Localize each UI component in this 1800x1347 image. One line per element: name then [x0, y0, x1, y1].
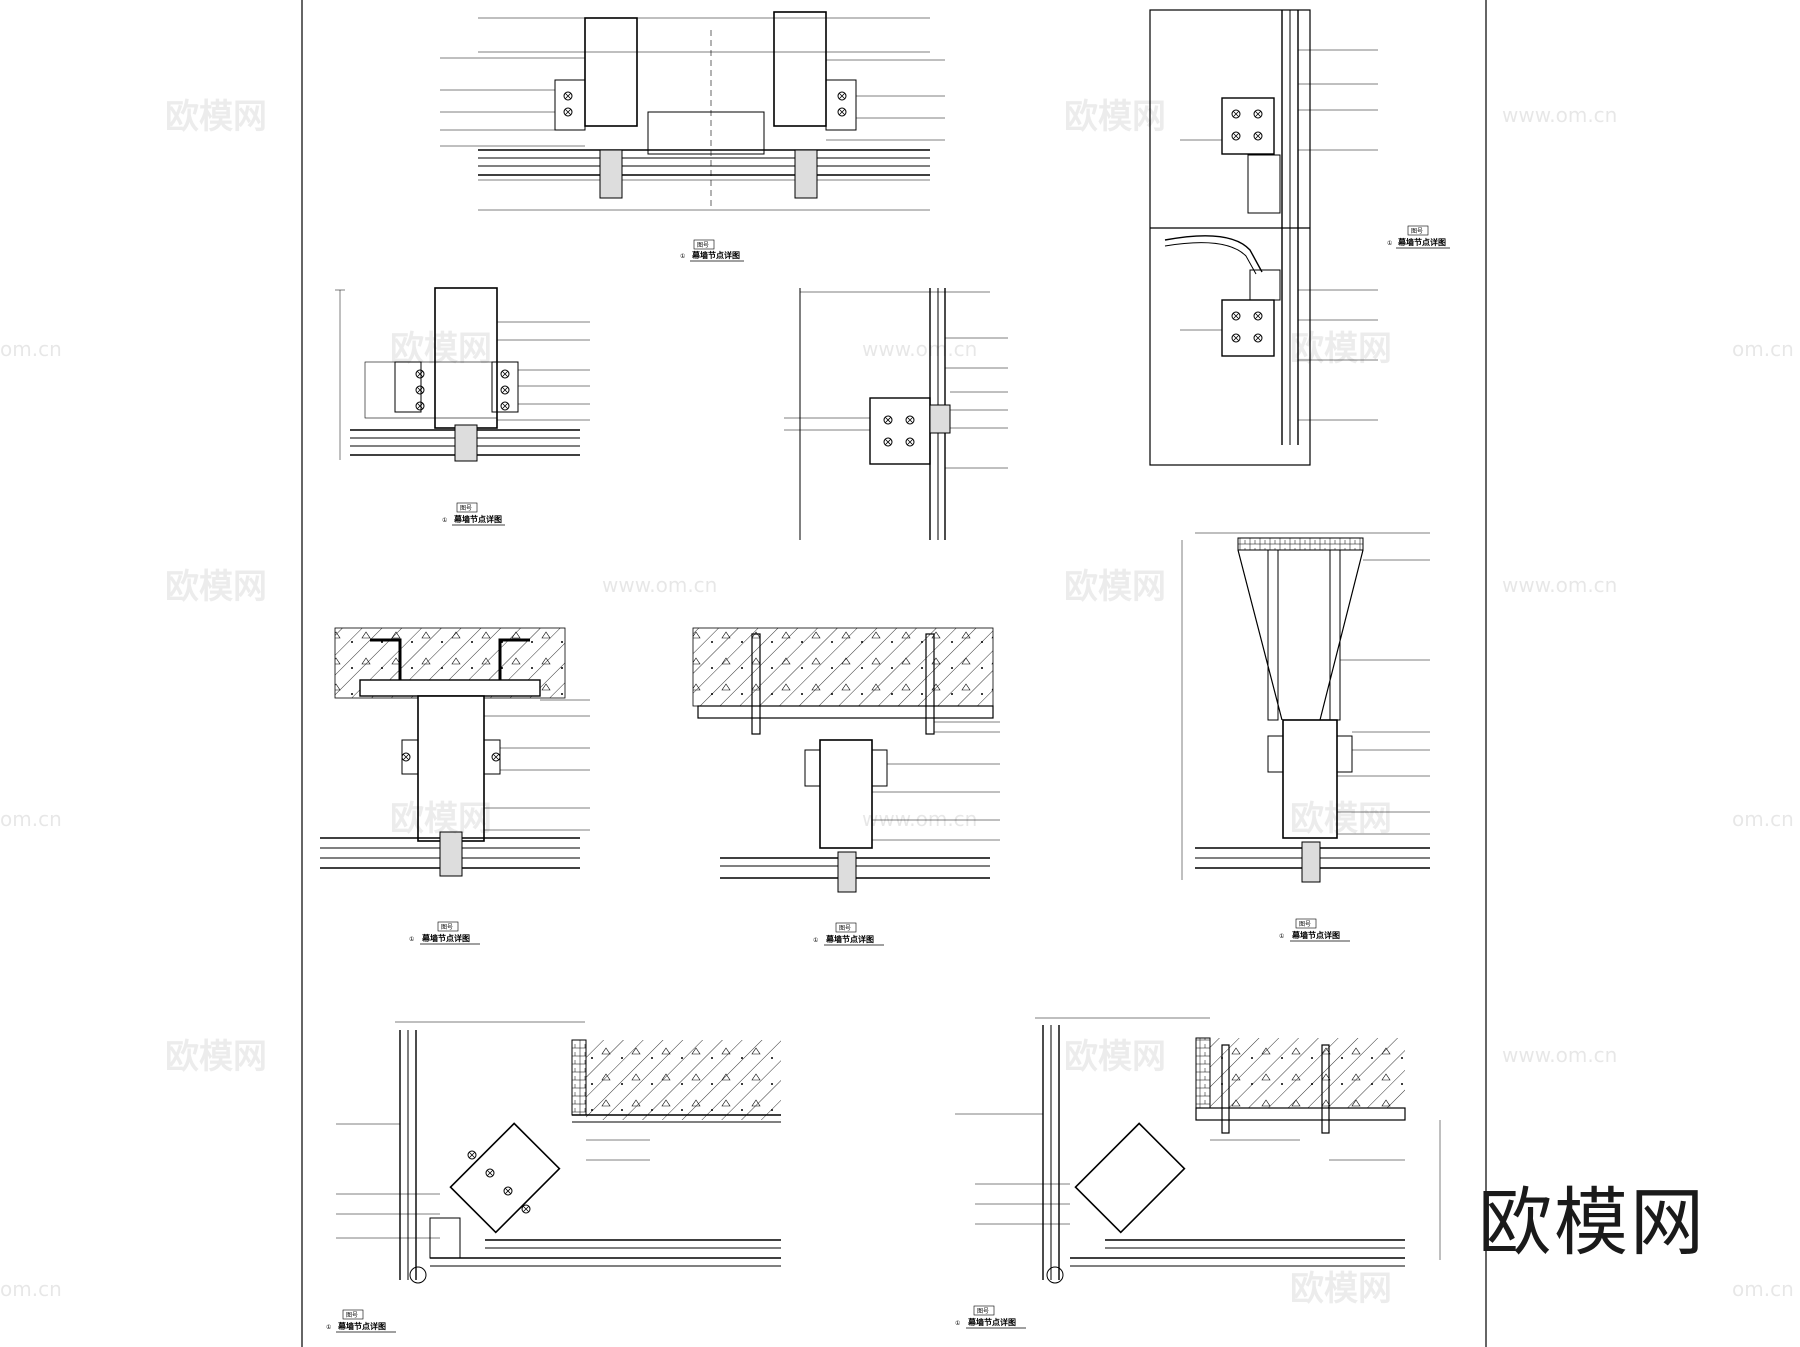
watermark-brand: 欧模网	[165, 567, 267, 607]
detail-3-vertical-section	[799, 288, 990, 540]
watermark-layer: 欧模网 欧模网 欧模网 欧模网 欧模网 欧模网 欧模网 欧模网 欧模网 欧模网 …	[0, 97, 1794, 1309]
watermark-brand: 欧模网	[1290, 799, 1392, 839]
detail-2-index: ①	[442, 517, 447, 524]
detail-6-label: 图号 ① 幕墙节点详图	[813, 922, 884, 946]
watermark-url-cut: om.cn	[1732, 807, 1794, 831]
watermark-url: www.om.cn	[602, 573, 717, 597]
watermark-brand: 欧模网	[1064, 1037, 1166, 1077]
detail-7-steel-column	[1181, 532, 1430, 883]
watermark-brand: 欧模网	[390, 329, 492, 369]
detail-8-label: 图号 ① 幕墙节点详图	[326, 1309, 396, 1333]
detail-5-title: 幕墙节点详图	[421, 933, 470, 943]
detail-5-index: ①	[409, 936, 414, 943]
watermark-url: www.om.cn	[862, 337, 977, 361]
detail-4-tag: 图号	[1411, 228, 1423, 235]
watermark-url: www.om.cn	[1502, 573, 1617, 597]
watermark-url: www.om.cn	[1502, 1043, 1617, 1067]
watermark-url-cut: om.cn	[0, 337, 62, 361]
watermark-brand: 欧模网	[165, 97, 267, 137]
detail-8-index: ①	[326, 1324, 331, 1331]
detail-8-corner-joint	[395, 1021, 781, 1284]
detail-2-tag: 图号	[460, 505, 472, 512]
detail-7-title: 幕墙节点详图	[1291, 930, 1340, 940]
detail-1-leaders	[440, 57, 945, 147]
detail-1-tag: 图号	[697, 242, 709, 249]
detail-7-tag: 图号	[1299, 921, 1311, 928]
detail-9-title: 幕墙节点详图	[967, 1317, 1016, 1327]
detail-7-index: ①	[1279, 933, 1284, 940]
detail-3-leaders	[784, 337, 1008, 469]
watermark-url-cut: om.cn	[1732, 1277, 1794, 1301]
detail-4-title: 幕墙节点详图	[1397, 237, 1446, 247]
detail-9-label: 图号 ① 幕墙节点详图	[955, 1305, 1026, 1329]
detail-6-title: 幕墙节点详图	[825, 934, 874, 944]
detail-8-leaders	[336, 1123, 650, 1239]
detail-1-index: ①	[680, 253, 685, 260]
detail-2-title: 幕墙节点详图	[453, 514, 502, 524]
watermark-url: www.om.cn	[862, 807, 977, 831]
detail-7-label: 图号 ① 幕墙节点详图	[1279, 918, 1350, 942]
detail-1-double-mullion	[478, 11, 930, 211]
watermark-brand: 欧模网	[1064, 97, 1166, 137]
detail-9-leaders	[955, 1113, 1405, 1225]
watermark-url-cut: om.cn	[1732, 337, 1794, 361]
detail-5-leaders	[484, 699, 590, 831]
detail-6-leaders	[872, 721, 1000, 841]
watermark-brand: 欧模网	[1290, 329, 1392, 369]
detail-2-single-mullion	[335, 287, 580, 462]
detail-6-anchor-bolts	[692, 627, 994, 893]
detail-5-embed-plate	[320, 627, 580, 877]
watermark-brand: 欧模网	[165, 1037, 267, 1077]
watermark-brand: 欧模网	[1064, 567, 1166, 607]
detail-9-tag: 图号	[977, 1308, 989, 1315]
detail-6-index: ①	[813, 937, 818, 944]
watermark-brand: 欧模网	[1290, 1269, 1392, 1309]
brand-logo-text: 欧模网	[1478, 1180, 1706, 1266]
detail-4-label: 图号 ① 幕墙节点详图	[1387, 225, 1450, 249]
watermark-url-cut: om.cn	[0, 807, 62, 831]
detail-2-leaders	[497, 321, 590, 421]
watermark-url: www.om.cn	[1502, 103, 1617, 127]
detail-5-label: 图号 ① 幕墙节点详图	[409, 921, 480, 945]
detail-7-leaders	[1337, 559, 1430, 835]
detail-9-corner-anchors	[1035, 1017, 1441, 1284]
detail-5-tag: 图号	[441, 924, 453, 931]
detail-4-index: ①	[1387, 240, 1392, 247]
detail-8-title: 幕墙节点详图	[337, 1321, 386, 1331]
detail-4-tall-section	[1149, 9, 1311, 466]
detail-6-tag: 图号	[839, 925, 851, 932]
watermark-brand: 欧模网	[390, 799, 492, 839]
watermark-url-cut: om.cn	[0, 1277, 62, 1301]
detail-1-title: 幕墙节点详图	[691, 250, 740, 260]
detail-2-label: 图号 ① 幕墙节点详图	[442, 502, 505, 526]
detail-1-label: 图号 ① 幕墙节点详图	[680, 239, 744, 262]
detail-9-index: ①	[955, 1320, 960, 1327]
detail-8-tag: 图号	[346, 1312, 358, 1319]
detail-4-leaders	[1180, 49, 1378, 421]
